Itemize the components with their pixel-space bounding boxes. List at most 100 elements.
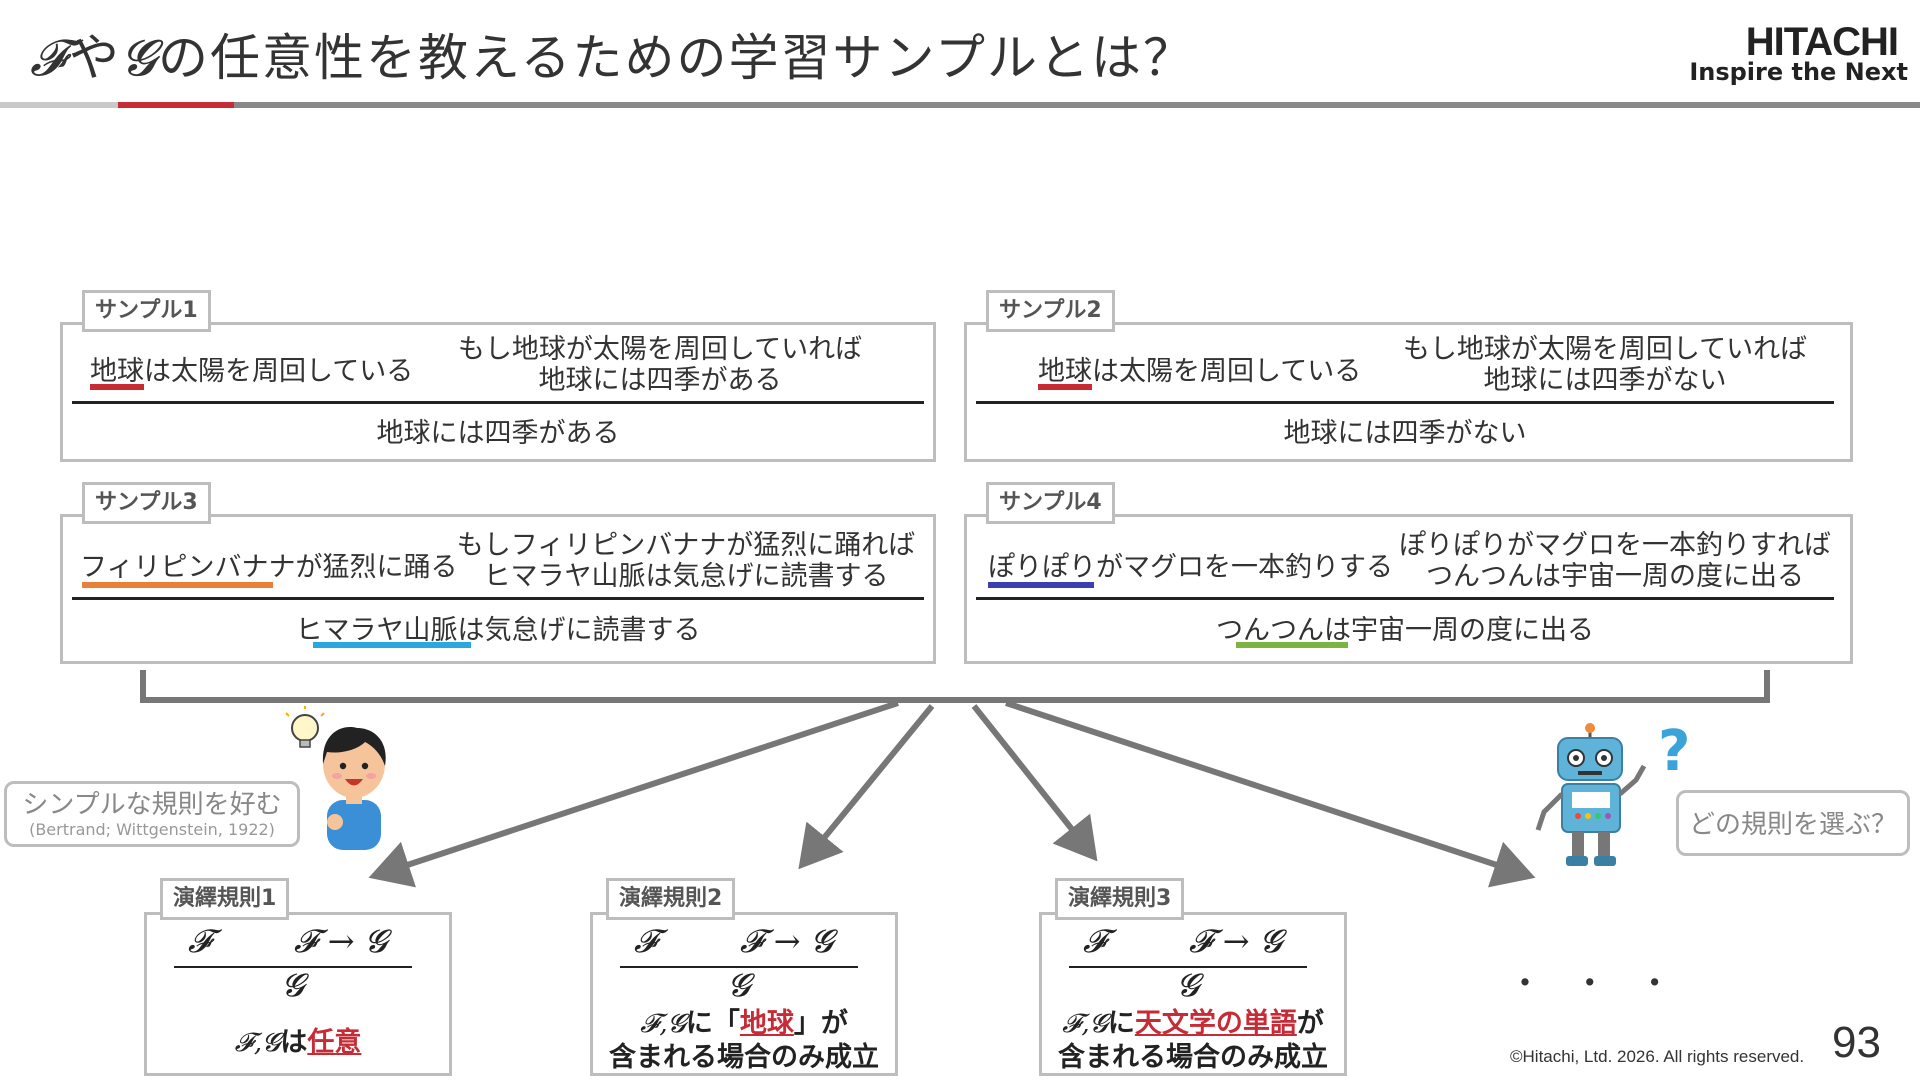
rule-1-inference-line <box>174 966 412 968</box>
sample-4-conditional: ぽりぽりがマグロを一本釣りすればつんつんは宇宙一周の度に出る <box>1390 530 1840 592</box>
rule-3-conclusion: 𝓖 <box>1176 966 1200 1004</box>
hitachi-tagline: Inspire the Next <box>1689 58 1908 86</box>
sample-4-conclusion: つんつんは宇宙一周の度に出る <box>1216 615 1594 646</box>
sample-2-box <box>964 322 1853 462</box>
sample-1-conclusion: 地球には四季がある <box>376 418 620 449</box>
header-divider-light <box>0 102 118 108</box>
rule-2-box <box>590 912 898 1076</box>
arrow-to-more-rules <box>1005 700 1536 888</box>
rule-1-condition-highlight: 任意 <box>307 1027 362 1058</box>
rule-3-condition-post: が <box>1296 1008 1324 1039</box>
rule-3-tab: 演繹規則3 <box>1055 878 1185 920</box>
sample-3-conditional-line2: ヒマラヤ山脈は気怠げに読書する <box>483 561 889 592</box>
rule-1-tab: 演繹規則1 <box>160 878 290 920</box>
sample-4-tab: サンプル4 <box>986 482 1115 524</box>
human-bubble-citation: (Bertrand; Wittgenstein, 1922) <box>29 820 275 839</box>
rule-3-condition: 𝓕,𝓖に天文学の単語が含まれる場合のみ成立 <box>1039 1007 1347 1074</box>
rule-2-condition-post: 」が <box>793 1008 848 1039</box>
rule-2-condition-line2: 含まれる場合のみ成立 <box>609 1042 879 1073</box>
sample-2-conditional-line2: 地球には四季がない <box>1483 365 1727 396</box>
question-mark-icon: ? <box>1658 720 1690 784</box>
more-rules-ellipsis: ・ ・ ・ <box>1508 964 1682 1004</box>
rule-2-conclusion: 𝓖 <box>727 966 751 1004</box>
rule-2-condition-pre: に「 <box>685 1008 740 1039</box>
sample-4-conclusion-underline <box>1236 642 1348 648</box>
robot-question-illustration: ? <box>1535 720 1690 866</box>
rule-2-condition-math: 𝓕,𝓖 <box>640 1009 686 1039</box>
sample-3-tab: サンプル3 <box>82 482 211 524</box>
hitachi-logo: HITACHI <box>1745 20 1899 64</box>
sample-2-conditional-line1: もし地球が太陽を周回していれば <box>1402 334 1808 365</box>
rule-3-condition-line2: 含まれる場合のみ成立 <box>1058 1042 1328 1073</box>
rule-3-premise-implication: 𝓕 → 𝓖 <box>1189 922 1283 960</box>
sample-2-premise: 地球は太陽を周回している <box>1038 356 1362 387</box>
sample-2-tab: サンプル2 <box>986 290 1115 332</box>
sample-3-conclusion-underline <box>313 642 471 648</box>
sample-3-conditional: もしフィリピンバナナが猛烈に踊ればヒマラヤ山脈は気怠げに読書する <box>456 530 916 592</box>
header-divider <box>0 102 1920 108</box>
rule-2-tab: 演繹規則2 <box>606 878 736 920</box>
human-thinking-illustration <box>285 706 386 850</box>
sample-1-inference-line <box>72 401 924 404</box>
robot-bubble-text: どの規則を選ぶ？ <box>1688 810 1897 840</box>
sample-3-conditional-line1: もしフィリピンバナナが猛烈に踊れば <box>456 530 916 561</box>
sample-1-premise-underline <box>90 384 144 390</box>
sample-1-conditional-line1: もし地球が太陽を周回していれば <box>457 334 863 365</box>
rule-3-premise-f: 𝓕 <box>1083 922 1107 960</box>
lightbulb-icon <box>285 706 325 748</box>
arrow-to-rule-1 <box>368 700 899 888</box>
rule-2-premise-f: 𝓕 <box>634 922 658 960</box>
rule-3-condition-pre: に <box>1107 1008 1135 1039</box>
rule-1-premise-f: 𝓕 <box>188 922 212 960</box>
sample-3-conclusion: ヒマラヤ山脈は気怠げに読書する <box>295 615 701 646</box>
sample-3-inference-line <box>72 597 924 600</box>
sample-4-conditional-line2: つんつんは宇宙一周の度に出る <box>1426 561 1804 592</box>
arrow-to-rule-2 <box>798 704 935 870</box>
page-title: 𝓕や𝓖の任意性を教えるための学習サンプルとは？ <box>30 18 1195 90</box>
copyright-notice: ©Hitachi, Ltd. 2026. All rights reserved… <box>1510 1047 1805 1066</box>
page-number: 93 <box>1832 1018 1881 1067</box>
title-symbol-g: 𝓖 <box>120 29 159 87</box>
title-symbol-f: 𝓕 <box>30 29 69 87</box>
rule-2-premise-implication: 𝓕 → 𝓖 <box>740 922 834 960</box>
rule-3-condition-math: 𝓕,𝓖 <box>1062 1009 1108 1039</box>
rule-1-condition: 𝓕,𝓖は任意 <box>144 1026 452 1060</box>
human-speech-bubble <box>4 781 300 847</box>
header-divider-accent <box>118 102 234 108</box>
title-particle: や <box>68 29 121 87</box>
rule-1-condition-math: 𝓕,𝓖 <box>234 1028 281 1058</box>
rule-2-condition-highlight: 地球 <box>739 1008 794 1039</box>
robot-speech-bubble <box>1676 790 1910 856</box>
sample-1-conditional-line2: 地球には四季がある <box>538 365 782 396</box>
sample-3-premise-underline <box>82 582 273 588</box>
sample-4-premise: ぽりぽりがマグロを一本釣りする <box>988 552 1393 583</box>
rule-2-condition: 𝓕,𝓖に「地球」が含まれる場合のみ成立 <box>590 1007 898 1074</box>
rule-1-conclusion: 𝓖 <box>281 966 305 1004</box>
rule-1-condition-pre: は <box>280 1027 308 1058</box>
arrow-to-rule-3 <box>971 704 1098 862</box>
sample-1-tab: サンプル1 <box>82 290 211 332</box>
rule-3-condition-highlight: 天文学の単語 <box>1134 1008 1297 1039</box>
sample-4-conditional-line1: ぽりぽりがマグロを一本釣りすれば <box>1399 530 1831 561</box>
title-text: の任意性を教えるための学習サンプルとは？ <box>158 29 1196 87</box>
sample-2-premise-underline <box>1038 384 1092 390</box>
sample-1-conditional: もし地球が太陽を周回していれば地球には四季がある <box>440 334 880 396</box>
rule-1-premise-implication: 𝓕 → 𝓖 <box>294 922 388 960</box>
sample-2-inference-line <box>976 401 1834 404</box>
sample-2-conditional: もし地球が太陽を周回していれば地球には四季がない <box>1380 334 1830 396</box>
sample-1-premise: 地球は太陽を周回している <box>90 356 414 387</box>
sample-3-box <box>60 514 936 664</box>
rule-2-inference-line <box>620 966 858 968</box>
samples-bracket <box>140 670 1770 703</box>
rule-3-inference-line <box>1069 966 1307 968</box>
sample-4-premise-underline <box>988 582 1094 588</box>
sample-4-inference-line <box>976 597 1834 600</box>
rule-1-box <box>144 912 452 1076</box>
sample-2-conclusion: 地球には四季がない <box>1283 418 1527 449</box>
sample-4-box <box>964 514 1853 664</box>
sample-1-box <box>60 322 936 462</box>
rule-3-box <box>1039 912 1347 1076</box>
human-bubble-text: シンプルな規則を好む <box>22 790 282 820</box>
sample-3-premise: フィリピンバナナが猛烈に踊る <box>80 552 458 583</box>
